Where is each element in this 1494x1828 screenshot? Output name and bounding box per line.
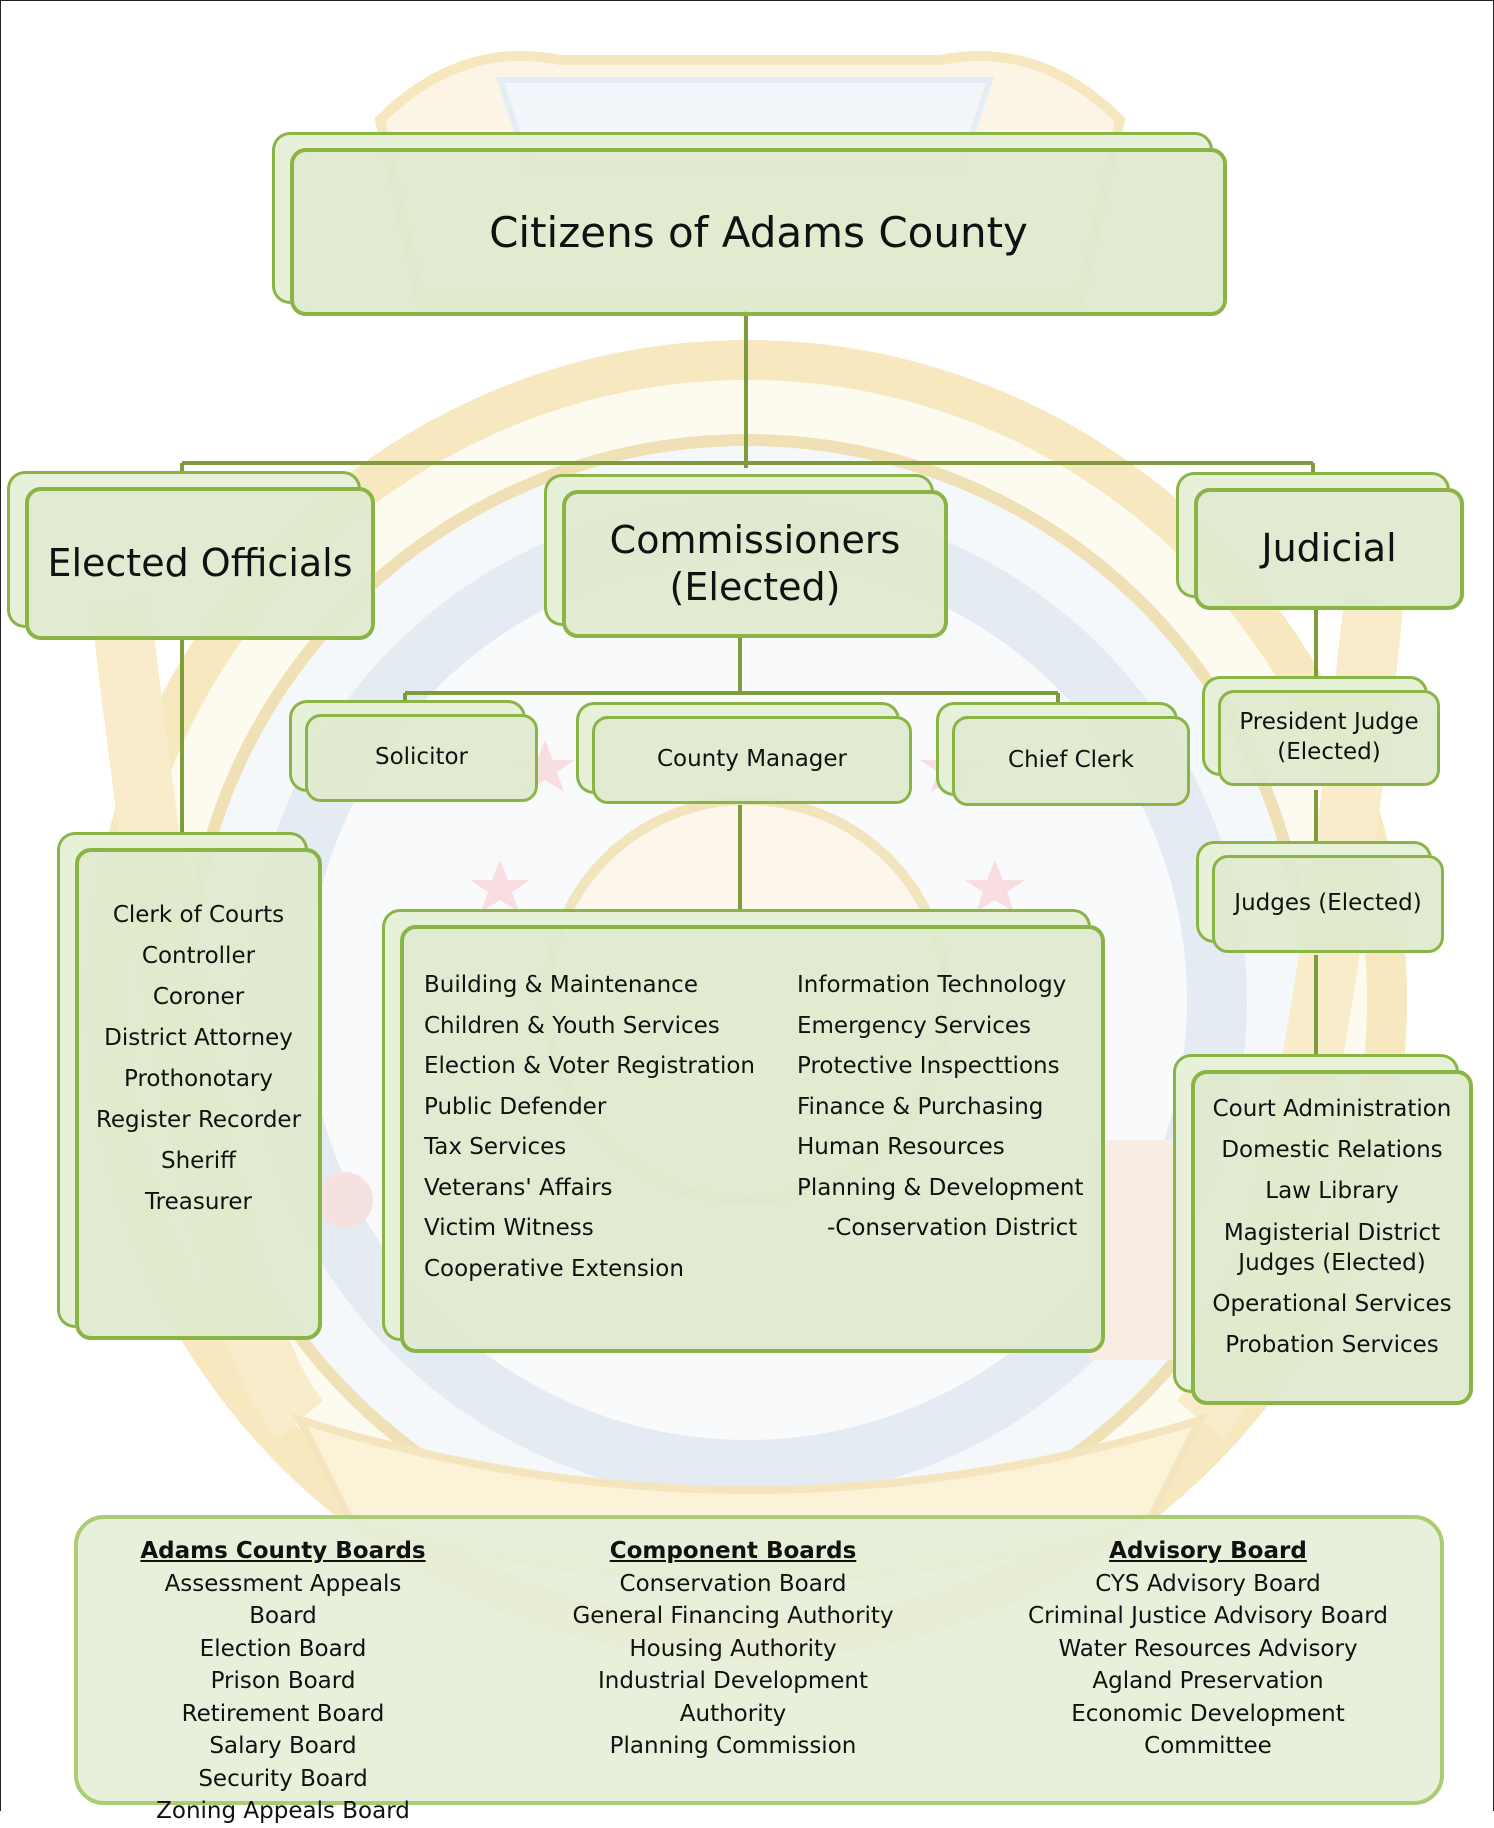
list-item: Victim Witness	[424, 1215, 594, 1241]
chief-clerk-label: Chief Clerk	[1008, 747, 1134, 774]
list-item: Finance & Purchasing	[797, 1093, 1044, 1120]
elected-officials-list-box: Clerk of Courts Controller Coroner Distr…	[75, 848, 322, 1340]
solicitor-label: Solicitor	[374, 744, 469, 771]
list-item: Sheriff	[160, 1148, 237, 1174]
list-item: Court Administration	[1212, 1096, 1452, 1122]
list-item: Operational Services	[1212, 1291, 1452, 1317]
list-item: Prothonotary	[124, 1066, 273, 1092]
list-item: Cooperative Extension	[424, 1255, 684, 1282]
list-item: Planning Commission	[609, 1733, 857, 1759]
list-item: Domestic Relations	[1221, 1137, 1443, 1163]
component-boards: Component Boards Conservation Board Gene…	[548, 1535, 918, 1763]
departments-left-column: Building & Maintenance Children & Youth …	[424, 965, 755, 1289]
advisory-boards-heading: Advisory Board	[1109, 1538, 1307, 1564]
judges-box: Judges (Elected)	[1212, 855, 1444, 953]
judicial-box: Judicial	[1194, 488, 1464, 610]
list-item: Water Resources Advisory	[1058, 1635, 1358, 1662]
advisory-boards: Advisory Board CYS Advisory Board Crimin…	[1008, 1535, 1408, 1763]
list-item: Planning & Development	[797, 1174, 1084, 1201]
list-item: Judges (Elected)	[1238, 1250, 1426, 1276]
chief-clerk-box: Chief Clerk	[952, 716, 1190, 806]
list-item: Security Board	[198, 1765, 368, 1792]
commissioners-line1: Commissioners	[609, 517, 901, 562]
list-item: District Attorney	[104, 1025, 293, 1051]
citizens-title: Citizens of Adams County	[489, 207, 1028, 257]
list-item: Treasurer	[145, 1189, 252, 1215]
list-item: Veterans' Affairs	[424, 1174, 613, 1201]
component-boards-heading: Component Boards	[609, 1538, 857, 1564]
list-item: Human Resources	[797, 1134, 1005, 1160]
county-manager-box: County Manager	[592, 716, 912, 804]
list-item: Controller	[141, 943, 256, 969]
list-item: Retirement Board	[181, 1700, 385, 1727]
elected-officials-box: Elected Officials	[25, 487, 375, 640]
departments-box: Building & Maintenance Children & Youth …	[400, 925, 1105, 1353]
list-item: Magisterial District	[1223, 1220, 1441, 1246]
departments-right-column: Information Technology Emergency Service…	[797, 965, 1083, 1249]
list-item: Criminal Justice Advisory Board	[1028, 1603, 1388, 1629]
list-item: Election & Voter Registration	[424, 1053, 755, 1079]
list-item: Information Technology	[797, 972, 1067, 998]
adams-boards-heading: Adams County Boards	[140, 1538, 426, 1564]
list-item: Housing Authority	[629, 1635, 837, 1662]
list-item: Economic Development Committee	[1071, 1700, 1345, 1760]
elected-officials-title: Elected Officials	[47, 540, 353, 585]
list-item: Law Library	[1265, 1178, 1399, 1204]
president-judge-line1: President Judge	[1239, 709, 1419, 736]
list-item: Prison Board	[210, 1668, 356, 1694]
elected-officials-list: Clerk of Courts Controller Coroner Distr…	[96, 895, 301, 1223]
list-item: Clerk of Courts	[112, 902, 285, 928]
list-item: Emergency Services	[797, 1012, 1032, 1039]
list-item: Election Board	[199, 1635, 367, 1662]
list-item: Coroner	[152, 984, 245, 1010]
citizens-box: Citizens of Adams County	[290, 148, 1227, 316]
list-item: -Conservation District	[827, 1215, 1078, 1241]
boards-panel: Adams County Boards Assessment Appeals B…	[74, 1515, 1444, 1824]
judicial-list: Court Administration Domestic Relations …	[1212, 1089, 1451, 1366]
president-judge-box: President Judge (Elected)	[1218, 690, 1440, 786]
list-item: Protective Inspecttions	[797, 1053, 1060, 1079]
judges-label: Judges (Elected)	[1234, 890, 1422, 917]
list-item: Building & Maintenance	[424, 972, 698, 998]
list-item: Public Defender	[424, 1093, 607, 1120]
list-item: Children & Youth Services	[424, 1012, 720, 1039]
list-item: Tax Services	[424, 1134, 567, 1160]
list-item: Conservation Board	[619, 1570, 847, 1597]
president-judge-line2: (Elected)	[1277, 739, 1381, 765]
list-item: Assessment Appeals Board	[164, 1570, 402, 1630]
list-item: Salary Board	[209, 1733, 357, 1759]
commissioners-box: Commissioners (Elected)	[562, 490, 948, 638]
solicitor-box: Solicitor	[305, 714, 538, 802]
president-judge-label: President Judge (Elected)	[1239, 708, 1418, 768]
list-item: Industrial Development Authority	[597, 1668, 868, 1727]
judicial-title: Judicial	[1261, 526, 1397, 571]
commissioners-title: Commissioners (Elected)	[610, 517, 901, 612]
commissioners-line2: (Elected)	[669, 565, 841, 609]
adams-county-boards: Adams County Boards Assessment Appeals B…	[138, 1535, 428, 1828]
list-item: Register Recorder	[95, 1107, 302, 1133]
list-item: Agland Preservation	[1092, 1668, 1324, 1694]
list-item: Probation Services	[1225, 1332, 1439, 1358]
list-item: General Financing Authority	[572, 1603, 894, 1629]
list-item: CYS Advisory Board	[1095, 1570, 1321, 1597]
list-item: Zoning Appeals Board	[156, 1798, 410, 1824]
judicial-list-box: Court Administration Domestic Relations …	[1191, 1070, 1473, 1405]
county-manager-label: County Manager	[656, 746, 848, 773]
